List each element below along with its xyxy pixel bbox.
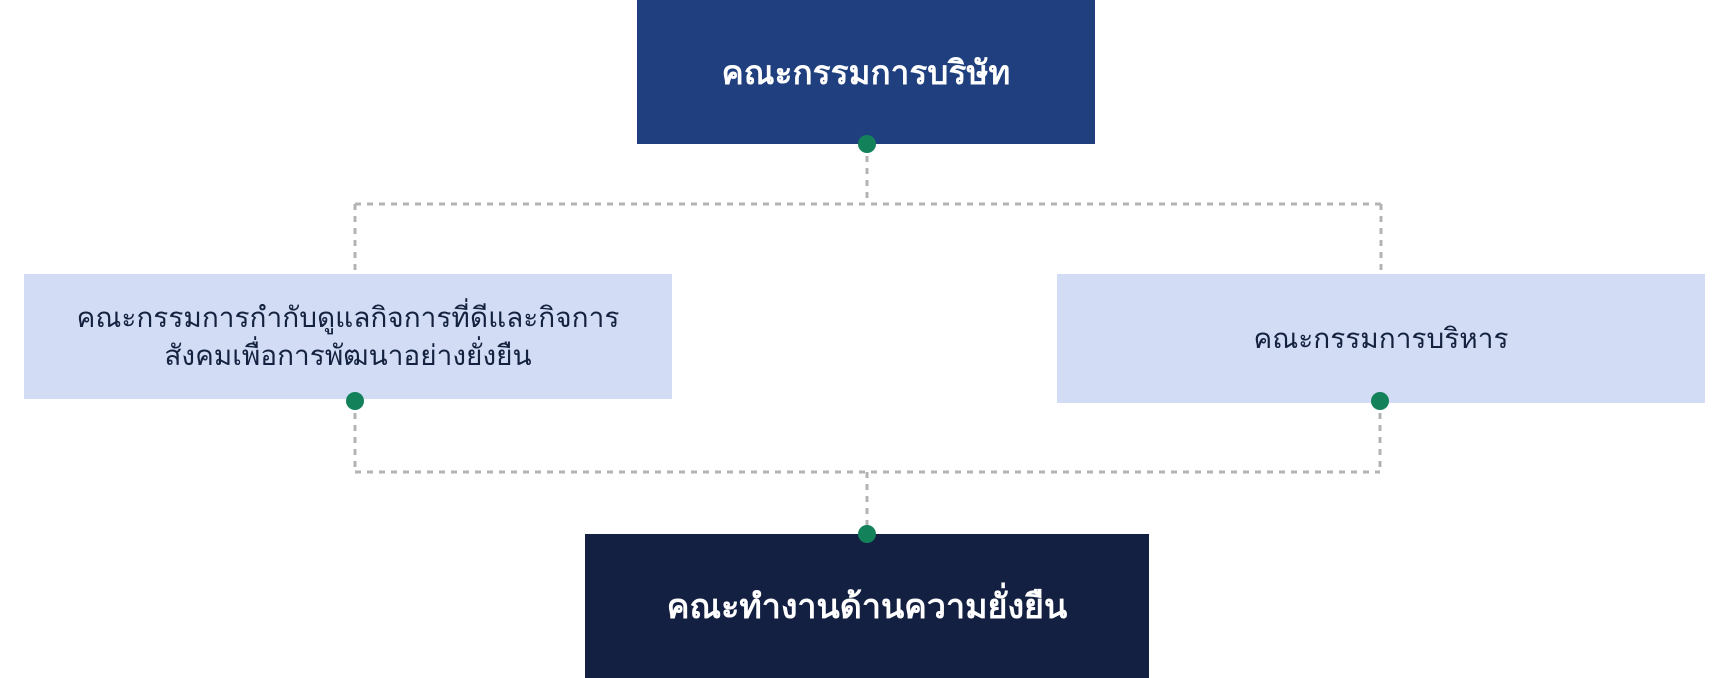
- sustainability-working-group-box: คณะทำงานด้านความยั่งยืน: [585, 534, 1149, 678]
- sustainability-working-group-label: คณะทำงานด้านความยั่งยืน: [666, 587, 1068, 627]
- executive-committee-label: คณะกรรมการบริหาร: [1253, 321, 1509, 355]
- connector-dot-working-group: [858, 525, 876, 543]
- connector-dot-executive: [1371, 392, 1389, 410]
- connector-dot-governance: [346, 392, 364, 410]
- governance-committee-box: คณะกรรมการกำกับดูแลกิจการที่ดีและกิจการ …: [24, 274, 672, 399]
- board-of-directors-label: คณะกรรมการบริษัท: [721, 52, 1011, 92]
- governance-committee-line1: คณะกรรมการกำกับดูแลกิจการที่ดีและกิจการ: [76, 300, 620, 334]
- executive-committee-box: คณะกรรมการบริหาร: [1057, 274, 1705, 403]
- board-of-directors-box: คณะกรรมการบริษัท: [637, 0, 1095, 144]
- governance-committee-line2: สังคมเพื่อการพัฒนาอย่างยั่งยืน: [164, 338, 532, 372]
- governance-committee-label: คณะกรรมการกำกับดูแลกิจการที่ดีและกิจการ …: [77, 299, 620, 375]
- connector-dot-board: [858, 135, 876, 153]
